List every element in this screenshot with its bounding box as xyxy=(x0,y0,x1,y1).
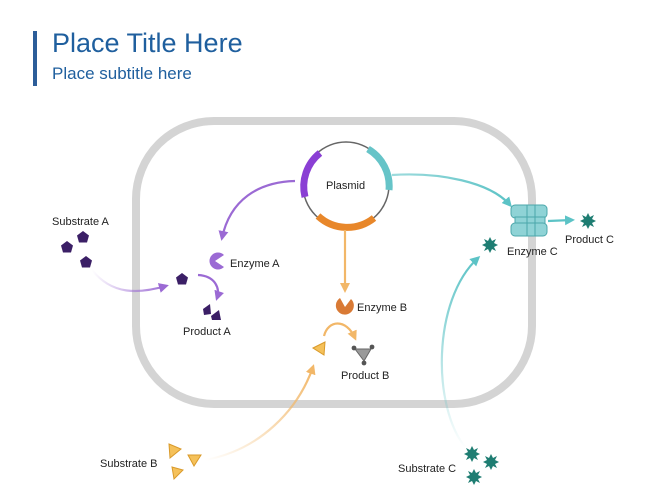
pacman-enzyme-icon xyxy=(209,252,224,270)
title-accent-bar xyxy=(33,31,37,86)
pacman-enzyme-icon xyxy=(335,298,354,315)
product-a-label: Product A xyxy=(183,326,231,338)
substrate-b-molecules xyxy=(168,443,202,481)
page-title: Place Title Here xyxy=(52,28,243,58)
enzyme-b-reaction-arrow xyxy=(322,322,357,341)
product-c-molecules xyxy=(482,213,596,253)
substrate-b-label: Substrate B xyxy=(100,458,157,470)
star-icon xyxy=(466,469,482,485)
page-subtitle: Place subtitle here xyxy=(52,64,192,83)
enzyme-a-reaction-arrow xyxy=(197,273,224,301)
plasmid-label: Plasmid xyxy=(326,180,365,192)
star-icon xyxy=(580,213,596,229)
product-c-label: Product C xyxy=(565,234,614,246)
substrate-a-label: Substrate A xyxy=(52,216,110,228)
pentagon-icon xyxy=(80,256,92,268)
plasmid-to-enzyme-a-arrow xyxy=(218,179,296,241)
triangle-icon xyxy=(171,466,184,481)
enzyme-b-label: Enzyme B xyxy=(357,302,407,314)
substrate-c-influx-arrow xyxy=(440,255,481,449)
substrate-a-influx-arrow xyxy=(91,269,169,293)
product-b-label: Product B xyxy=(341,370,389,382)
membrane-transporter-icon xyxy=(510,204,548,237)
plasmid-ring-icon xyxy=(300,141,393,231)
fragment-icon xyxy=(203,304,211,315)
substrate-a-molecules xyxy=(61,231,188,285)
pentagon-icon xyxy=(176,273,188,285)
substrate-c-label: Substrate C xyxy=(398,463,456,475)
product-a-fragments xyxy=(203,304,221,320)
enzyme-a-label: Enzyme A xyxy=(230,258,280,270)
star-icon xyxy=(464,446,480,462)
substrate-c-molecules xyxy=(464,446,499,485)
triangle-icon xyxy=(311,341,326,356)
triangle-icon xyxy=(187,454,202,467)
star-icon xyxy=(482,237,498,253)
triangle-icon xyxy=(168,443,182,459)
pentagon-icon xyxy=(61,241,73,253)
pentagon-icon xyxy=(77,231,89,243)
plasmid-to-enzyme-c-arrow xyxy=(391,173,512,208)
star-icon xyxy=(483,454,499,470)
substrate-b-influx-arrow xyxy=(204,364,316,462)
cell-wall xyxy=(132,117,536,408)
enzyme-c-label: Enzyme C xyxy=(507,246,558,258)
fragment-icon xyxy=(211,310,221,320)
product-c-export-arrow xyxy=(547,215,575,226)
product-b-molecule xyxy=(351,344,375,366)
